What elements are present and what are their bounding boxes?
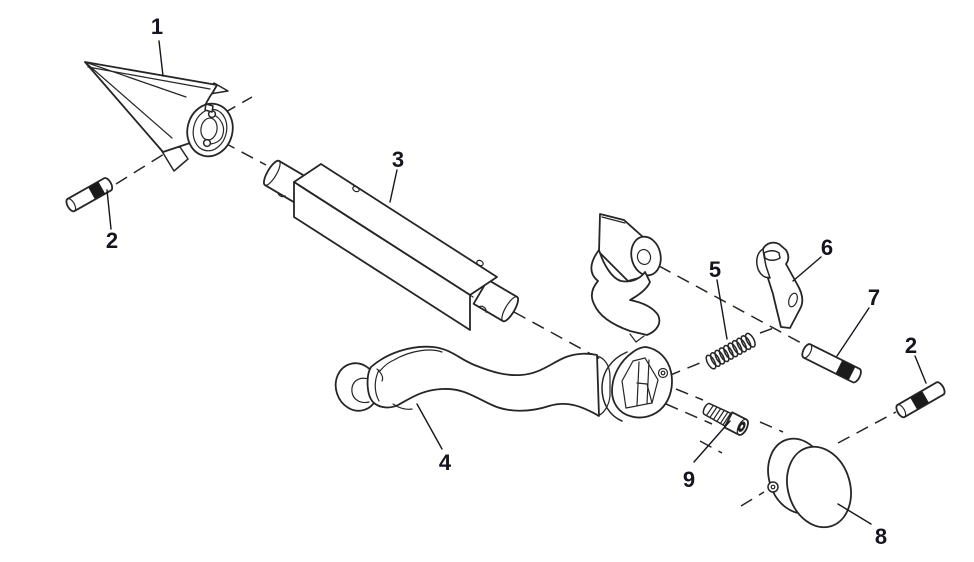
bar-hole-2 <box>476 259 484 267</box>
screw-socket-center <box>740 424 744 429</box>
body-s-arm <box>590 249 661 336</box>
part-number-labels: 1 2 3 4 5 6 7 2 8 9 <box>106 14 917 549</box>
leader-lines <box>106 40 927 525</box>
body-barrel-back <box>601 351 628 422</box>
bar-hole-1 <box>352 185 360 193</box>
cone-top-edge-highlight <box>87 66 211 90</box>
pin7-body <box>801 343 862 384</box>
handle-bottom-crease <box>392 403 413 410</box>
centerline-hub-to-pin-right <box>837 411 897 444</box>
lever-slot <box>788 292 798 308</box>
leader-6 <box>792 256 822 282</box>
body-screw-hole-inner <box>660 370 666 376</box>
bar-chamfer-line <box>297 184 474 298</box>
body-barrel-face <box>611 346 673 419</box>
part-label-4: 4 <box>439 450 452 475</box>
centerline-knob-axis-cont <box>699 440 723 454</box>
leader-5 <box>716 279 728 340</box>
centerline-main-axis-bar-body <box>513 311 601 360</box>
leader-7 <box>836 307 870 357</box>
centerline-knob-axis <box>665 403 713 425</box>
part-label-9: 9 <box>683 467 695 492</box>
handle-body <box>366 345 600 417</box>
bar-left-stub-face <box>263 160 281 186</box>
leader-3 <box>389 169 398 203</box>
part-2-roll-pin-left <box>65 177 114 213</box>
part-8-knob <box>767 437 852 529</box>
part-9-socket-head-screw <box>702 402 749 436</box>
part-4-handle-arm <box>334 345 611 417</box>
centerline-hub-axis-lower <box>740 491 765 507</box>
part-label-6: 6 <box>821 235 833 260</box>
part-label-2-left: 2 <box>106 228 118 253</box>
pin-dark-band <box>910 390 929 410</box>
handle-curl-line <box>376 368 384 382</box>
pin-end-cap <box>895 404 907 418</box>
handle-neck-crease <box>374 369 380 402</box>
handle-sheen-line <box>379 349 443 372</box>
part-label-3: 3 <box>392 147 404 172</box>
leader-4 <box>416 403 443 450</box>
collar-top-tab <box>204 103 214 113</box>
centerline-eye-to-pin7 <box>658 265 804 345</box>
centerline-spring-axis-lower <box>667 360 706 377</box>
assembly-centerlines <box>115 96 897 507</box>
part-1-reamer-cone-head <box>84 61 234 172</box>
screw-head-face <box>736 418 749 436</box>
handle-ball-inner-arc <box>351 377 370 404</box>
lever-hook-mouth <box>763 250 781 261</box>
lever-hook-facet <box>756 248 771 279</box>
part-label-7: 7 <box>868 285 880 310</box>
cone-facet-edge-1 <box>84 61 187 98</box>
part-5-spring <box>705 332 756 370</box>
body-barrel-claw <box>629 333 645 343</box>
collar-inner-ring <box>192 108 228 152</box>
leader-2-left <box>106 189 112 230</box>
pin7-end-cap <box>801 343 813 359</box>
snap-ring-end-lower <box>202 138 212 148</box>
part-3-square-drive-bar <box>263 159 519 331</box>
part-label-5: 5 <box>709 257 721 282</box>
knob-hub-hole-inner <box>770 484 776 490</box>
snap-ring-arc <box>208 113 225 145</box>
body-screw-hole <box>657 367 669 379</box>
part-2-roll-pin-right <box>895 381 946 419</box>
body-square-socket-midbar <box>636 382 648 385</box>
leader-1 <box>158 40 164 77</box>
centerline-screw-axis-cont <box>759 421 784 433</box>
part-6-pawl-lever <box>756 241 804 329</box>
knob-hub-hole <box>767 481 779 493</box>
body-eye-hole <box>636 248 652 266</box>
body-square-socket-edge-2 <box>646 359 650 405</box>
part-7-pivot-pin <box>801 343 862 384</box>
centerline-pin-left-axis-upper <box>223 96 253 114</box>
part-label-2-right: 2 <box>905 333 917 358</box>
knob-face <box>786 445 852 529</box>
bar-left-stub-notch <box>277 192 286 198</box>
screw-threads <box>705 404 732 426</box>
pin-end-cap <box>65 198 77 212</box>
pin-dark-band <box>88 181 105 200</box>
part-label-1: 1 <box>151 14 163 39</box>
pin-body <box>65 177 114 213</box>
bar-right-stub-notch <box>478 305 487 313</box>
centerline-pin-left-axis <box>115 148 173 185</box>
centerline-screw-axis <box>675 388 704 401</box>
centerline-main-axis-collar-bar <box>222 141 267 166</box>
leader-9 <box>693 420 731 463</box>
part-label-8: 8 <box>875 524 887 549</box>
leader-2-right <box>914 355 927 384</box>
body-square-socket-edge-1 <box>636 361 640 407</box>
leader-8 <box>837 503 872 525</box>
body-casting <box>590 213 673 422</box>
body-eye-cylinder <box>630 235 662 277</box>
body-square-socket-diag <box>646 383 653 404</box>
body-boss-top-edge <box>601 216 626 224</box>
pin7-dark-band <box>835 360 856 381</box>
cone-facet-edge-2 <box>84 61 173 139</box>
handle-end-cap-top <box>596 355 611 378</box>
handle-end-cap-bottom <box>597 395 611 417</box>
bar-right-stub-face <box>501 296 519 322</box>
